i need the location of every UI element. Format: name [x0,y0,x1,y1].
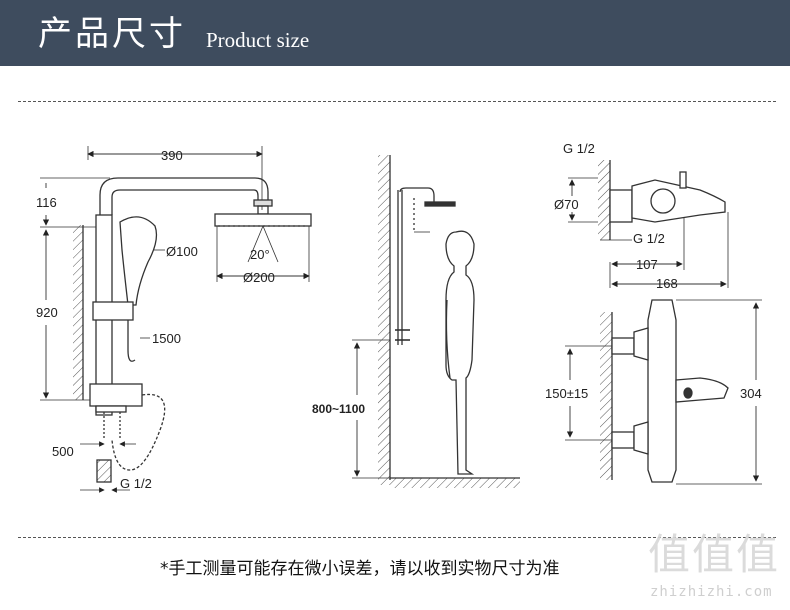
dim-height-920: 920 [36,305,58,320]
shower-system-drawing [40,146,312,493]
measurement-disclaimer: *手工测量可能存在微小误差，请以收到实物尺寸为准 [160,559,560,579]
thread-top-label: G 1/2 [563,141,595,156]
dim-spacing-500: 500 [52,444,74,459]
top-divider [18,101,776,102]
dim-width-390: 390 [161,148,183,163]
dim-top-116: 116 [36,195,57,210]
dim-hose-length: 1500 [152,331,181,346]
dim-thread-1: G 1/2 [120,476,152,491]
page-title: 产品尺寸 [38,14,186,54]
watermark-url: zhizhizhi.com [650,584,773,600]
dim-length-168: 168 [656,276,678,291]
thermostat-top-view [568,160,729,288]
dim-depth-107: 107 [636,257,658,272]
dim-hand-diameter: Ø100 [166,244,198,259]
bottom-divider [18,537,776,538]
dim-spacing-150: 150±15 [545,386,588,401]
page-subtitle: Product size [206,28,310,52]
watermark-logo: 值值值 [648,530,781,579]
dim-diameter-70: Ø70 [554,197,579,212]
thermostat-front-view [565,299,762,485]
thread-bottom-label: G 1/2 [633,231,665,246]
header-bar: 产品尺寸 Product size [0,0,790,66]
dim-install-height: 800~1100 [312,402,365,416]
dim-head-diameter: Ø200 [243,270,275,285]
installation-height-drawing [352,155,520,488]
dim-angle: 20° [250,247,270,262]
dim-length-304: 304 [740,386,762,401]
